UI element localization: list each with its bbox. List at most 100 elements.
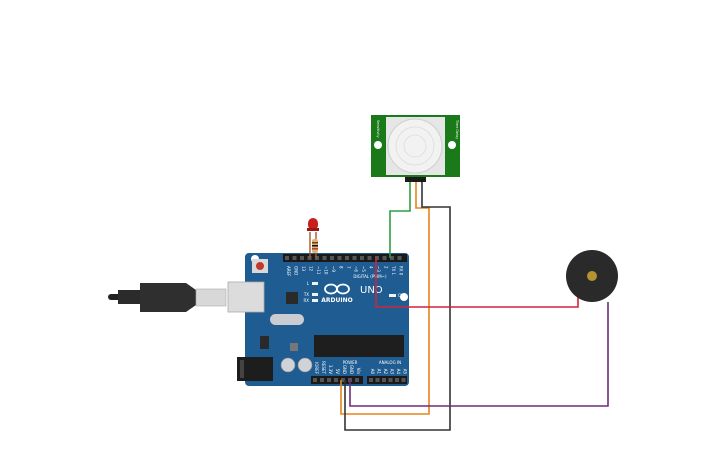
analog-pin-label: A5 — [403, 369, 408, 375]
led-tx — [312, 293, 318, 296]
analog-pin-hole[interactable] — [388, 378, 393, 382]
led-tx-label: TX — [303, 292, 309, 297]
power-pin-hole[interactable] — [313, 378, 317, 382]
digital-pin-hole[interactable] — [345, 256, 349, 260]
power-pin-hole[interactable] — [327, 378, 331, 382]
digital-pin-hole[interactable] — [367, 256, 372, 260]
wire-black[interactable] — [344, 180, 451, 431]
pir-left-text: Sensitivity — [376, 120, 380, 138]
mount-hole — [400, 293, 408, 301]
usb-cable[interactable] — [108, 283, 227, 312]
power-pin-hole[interactable] — [320, 378, 324, 382]
led-rx — [312, 299, 318, 302]
digital-pin-label: 13 — [301, 266, 306, 272]
analog-pin-hole[interactable] — [401, 378, 406, 382]
digital-pin-label: TX 1 — [391, 265, 396, 275]
digital-pin-label: AREF — [286, 266, 291, 277]
pir-sensor[interactable]: Sensitivity Time Delay — [371, 115, 460, 182]
analog-pin-label: A1 — [377, 369, 382, 375]
digital-pin-hole[interactable] — [292, 256, 297, 260]
model-label: UNO — [360, 285, 383, 296]
digital-pin-hole[interactable] — [337, 256, 342, 260]
power-pin-label: 5V — [335, 369, 340, 375]
pir-header — [405, 177, 426, 182]
led-dome — [308, 218, 318, 230]
power-pin-label: 3.3V — [328, 365, 333, 374]
pir-potentiometer-left[interactable] — [374, 141, 382, 149]
resistor[interactable] — [312, 239, 318, 253]
piezo-buzzer[interactable] — [566, 250, 618, 302]
voltage-regulator — [260, 336, 269, 349]
wire-red[interactable] — [375, 258, 579, 308]
pir-right-text: Time Delay — [455, 119, 459, 139]
digital-pin-hole[interactable] — [352, 256, 357, 260]
digital-pin-label: ~6 — [354, 266, 359, 272]
analog-pin-hole[interactable] — [382, 378, 386, 382]
power-pin-hole[interactable] — [334, 378, 338, 382]
usb-plug-body — [140, 283, 196, 312]
digital-pin-hole[interactable] — [360, 256, 364, 260]
digital-pin-label: 7 — [346, 266, 351, 269]
arduino-logo-icon — [324, 283, 350, 295]
digital-pin-label: ~5 — [361, 266, 366, 272]
digital-pin-label: ~11 — [316, 266, 321, 275]
digital-pin-hole[interactable] — [390, 256, 394, 260]
led-l-label: L — [307, 281, 310, 286]
digital-pin-label: ~9 — [331, 266, 336, 272]
wire-green[interactable] — [389, 180, 411, 258]
digital-pin-hole[interactable] — [330, 256, 334, 260]
small-ic — [286, 292, 298, 304]
led-on — [389, 294, 396, 297]
power-pin-hole[interactable] — [355, 378, 359, 382]
analog-pin-label: A0 — [370, 369, 375, 375]
usb-cable-strain-relief — [118, 290, 140, 304]
crystal — [270, 314, 304, 325]
analog-pin-hole[interactable] — [395, 378, 399, 382]
usb-plug-metal — [195, 288, 227, 307]
digital-pin-hole[interactable] — [300, 256, 304, 260]
digital-pin-hole[interactable] — [397, 256, 402, 260]
digital-pin-label: 4 — [369, 266, 374, 269]
wire-orange[interactable] — [340, 180, 430, 415]
power-pin-label: Vin — [356, 368, 361, 375]
led-on-label: ON — [398, 293, 404, 298]
digital-pin-label: 12 — [309, 266, 314, 272]
usb-b-connector — [227, 281, 265, 313]
analog-pin-hole[interactable] — [375, 378, 380, 382]
wire-purple[interactable] — [349, 302, 609, 407]
led-l — [312, 282, 318, 285]
digital-pin-label: 8 — [339, 266, 344, 269]
digital-pin-label: 2 — [384, 266, 389, 269]
digital-pin-hole[interactable] — [322, 256, 327, 260]
analog-pin-label: A4 — [396, 369, 401, 375]
power-label: POWER — [343, 360, 358, 365]
digital-pin-hole[interactable] — [382, 256, 387, 260]
digital-pin-hole[interactable] — [375, 256, 379, 260]
power-pin-hole[interactable] — [341, 378, 345, 382]
digital-label: DIGITAL (PWM~) — [353, 274, 387, 279]
analog-label: ANALOG IN — [379, 360, 401, 365]
buzzer-center — [587, 271, 597, 281]
digital-pin-label: RX 0 — [399, 266, 404, 276]
capacitor — [280, 357, 296, 373]
analog-pin-label: A2 — [383, 369, 388, 375]
power-pin-label: GND — [349, 365, 354, 374]
power-pin-label: IOREF — [314, 362, 319, 375]
red-led[interactable] — [307, 218, 319, 231]
digital-pin-hole[interactable] — [285, 256, 289, 260]
power-pin-label: GND — [342, 365, 347, 374]
capacitor — [297, 357, 313, 373]
led-rx-label: RX — [303, 298, 309, 303]
analog-pin-hole[interactable] — [369, 378, 373, 382]
digital-pin-label: ~10 — [324, 266, 329, 275]
digital-pin-label: ~3 — [376, 266, 381, 272]
analog-pin-label: A3 — [390, 369, 395, 375]
power-pin-label: RESET — [321, 361, 326, 374]
pir-potentiometer-right[interactable] — [448, 141, 456, 149]
digital-pin-hole[interactable] — [315, 256, 319, 260]
